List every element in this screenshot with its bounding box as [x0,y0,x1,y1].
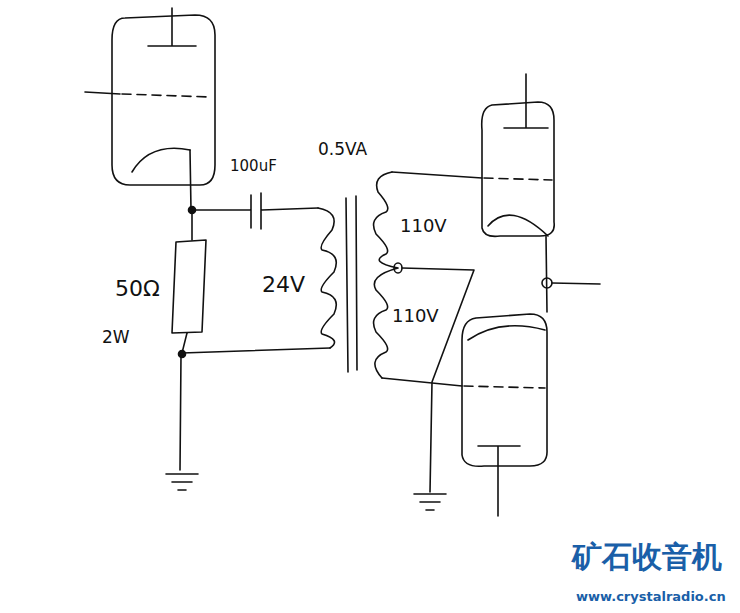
wire [180,355,181,470]
wire [552,283,600,284]
capacitor-symbol [192,193,318,229]
cathode [468,326,545,340]
grid-lead [85,92,120,94]
wire [546,236,547,312]
grid [484,178,552,180]
junction-dot [179,351,186,358]
tube-outline [482,102,555,236]
ground-symbol [414,494,446,510]
center-tap [394,263,402,273]
grid [464,386,545,388]
power-rating: 0.5VA [318,140,367,159]
winding-voltage: 110V [400,216,447,236]
secondary-coil [374,172,398,378]
junction-dot [542,278,552,288]
wire [382,378,462,386]
ground-symbol [166,474,198,490]
primary-coil [318,208,336,348]
tube-outline [112,15,215,185]
winding-voltage: 110V [392,306,439,326]
tube-outline [462,314,547,466]
watermark-url: www.crystalradio.cn [576,590,726,604]
wire [190,150,191,210]
grid [122,94,210,97]
watermark: 矿石收音机 [572,540,722,573]
capacitor-value: 100uF [230,158,277,175]
transformer-core [346,196,357,372]
wire [182,348,330,353]
resistor-value: 50Ω [115,277,160,301]
wire [392,172,482,178]
cathode [132,148,190,172]
winding-voltage: 24V [262,273,305,297]
plate [478,446,520,516]
plate [504,74,548,128]
resistor-power: 2W [102,328,130,347]
plate [148,8,196,46]
wire [191,210,193,240]
resistor-symbol [172,240,206,333]
cathode [488,215,548,236]
